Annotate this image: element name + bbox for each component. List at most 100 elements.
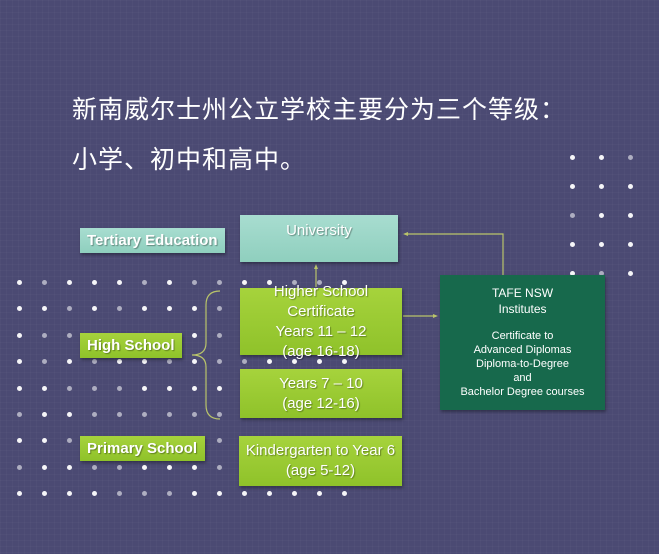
dot	[570, 271, 575, 276]
dot	[42, 359, 47, 365]
dot	[192, 306, 197, 312]
dot	[142, 464, 147, 470]
dot	[217, 385, 222, 391]
dot	[628, 213, 633, 218]
dot	[167, 306, 172, 312]
dot	[117, 359, 122, 365]
kindergarten-box: Kindergarten to Year 6 (age 5-12)	[239, 436, 402, 486]
tafe-line: Diploma-to-Degree	[476, 358, 569, 370]
dot	[42, 385, 47, 391]
dot	[42, 491, 47, 497]
dot	[142, 359, 147, 365]
dot	[167, 491, 172, 497]
dot	[217, 359, 222, 365]
dot	[267, 280, 272, 285]
dot	[217, 332, 222, 338]
dot	[17, 385, 22, 391]
dot	[92, 306, 97, 312]
dot	[42, 412, 47, 417]
dot	[167, 385, 172, 391]
years-7-10-box: Years 7 – 10 (age 12-16)	[240, 369, 402, 418]
dot	[599, 242, 604, 247]
dot	[167, 464, 172, 470]
dot	[67, 332, 72, 338]
tafe-line: Bachelor Degree courses	[460, 386, 585, 398]
dot	[242, 491, 247, 497]
dot	[67, 306, 72, 312]
hsc-line: (age 16-18)	[282, 342, 360, 360]
dot	[217, 491, 222, 497]
dot	[317, 359, 322, 365]
dot	[67, 412, 72, 417]
dot	[267, 491, 272, 497]
dot	[17, 280, 22, 285]
dot	[192, 359, 197, 365]
dot	[192, 412, 197, 417]
dot	[67, 491, 72, 497]
tafe-box: TAFE NSW Institutes Certificate to Advan…	[440, 275, 605, 410]
dot	[242, 280, 247, 285]
dot	[117, 412, 122, 417]
kinder-line: (age 5-12)	[285, 462, 356, 479]
kinder-line: Kindergarten to Year 6	[245, 442, 396, 459]
title-line-1: 新南威尔士州公立学校主要分为三个等级：	[72, 95, 567, 124]
dot	[67, 385, 72, 391]
dot	[628, 184, 633, 189]
dot	[17, 438, 22, 444]
dot	[599, 155, 604, 160]
dot	[117, 385, 122, 391]
dot	[42, 280, 47, 285]
dot	[570, 184, 575, 189]
dot	[599, 213, 604, 218]
dot	[628, 242, 633, 247]
dot	[92, 464, 97, 470]
tafe-heading: Institutes	[498, 302, 547, 316]
dot	[67, 464, 72, 470]
dot	[42, 464, 47, 470]
dot	[217, 438, 222, 444]
dot	[192, 464, 197, 470]
dot	[628, 271, 633, 276]
dot	[117, 306, 122, 312]
dot	[342, 280, 347, 285]
dot	[167, 412, 172, 417]
dot	[142, 306, 147, 312]
dot	[117, 464, 122, 470]
dot	[292, 491, 297, 497]
dot	[42, 438, 47, 444]
dot	[317, 491, 322, 497]
dot	[192, 385, 197, 391]
dot	[67, 359, 72, 365]
dot	[217, 412, 222, 417]
primary-school-label: Primary School	[80, 436, 205, 461]
dot	[267, 359, 272, 365]
years-line: (age 12-16)	[282, 394, 360, 412]
dot	[192, 491, 197, 497]
dot	[17, 464, 22, 470]
dot	[67, 280, 72, 285]
dot	[142, 412, 147, 417]
high-school-label: High School	[80, 333, 182, 358]
dot	[92, 385, 97, 391]
dot	[167, 280, 172, 285]
dot	[292, 359, 297, 365]
dot	[117, 280, 122, 285]
dot	[92, 280, 97, 285]
dot	[17, 359, 22, 365]
dot	[317, 280, 322, 285]
hsc-box: Higher School Certificate Years 11 – 12 …	[240, 283, 402, 360]
tafe-to-university-arrow	[406, 233, 504, 275]
tafe-line: Certificate to	[491, 330, 554, 342]
dot	[17, 491, 22, 497]
tertiary-education-label: Tertiary Education	[80, 228, 225, 253]
dot	[628, 155, 633, 160]
dot	[599, 184, 604, 189]
tafe-line: and	[513, 372, 532, 384]
dot	[242, 359, 247, 365]
university-text: University	[286, 222, 352, 239]
dot	[192, 332, 197, 338]
dot	[142, 491, 147, 497]
title-line-2: 小学、初中和高中。	[72, 145, 307, 174]
